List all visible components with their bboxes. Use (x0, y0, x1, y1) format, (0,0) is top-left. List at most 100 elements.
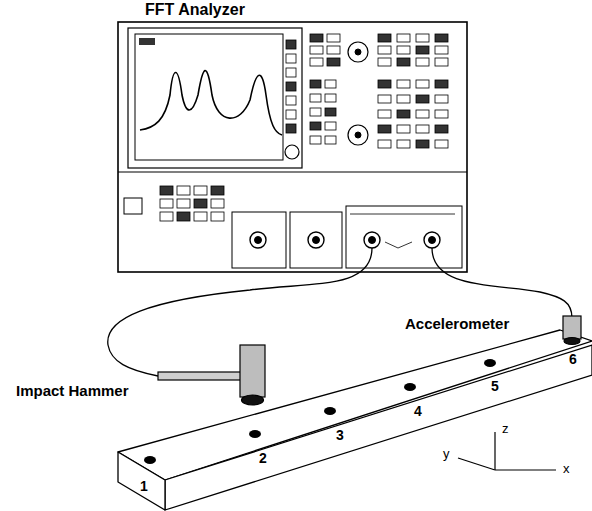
drawing-stroke (211, 212, 224, 221)
drawing-stroke (325, 80, 336, 88)
drawing-stroke (435, 140, 448, 148)
drawing-stroke (128, 28, 302, 168)
drawing-stroke (484, 359, 496, 367)
drawing-stroke (397, 95, 410, 103)
drawing-stroke (211, 199, 224, 208)
drawing-stroke (416, 46, 429, 54)
drawing-stroke (369, 237, 376, 244)
drawing-stroke (327, 34, 340, 42)
drawing-stroke (286, 110, 296, 119)
drawing-stroke (397, 46, 410, 54)
drawing-stroke (416, 58, 429, 66)
drawing-stroke (194, 199, 207, 208)
callout-number: 3 (336, 428, 344, 443)
drawing-stroke (432, 248, 572, 318)
drawing-stroke (325, 122, 336, 130)
drawing-stroke (494, 432, 495, 470)
drawing-stroke (286, 96, 296, 105)
drawing-stroke (397, 80, 410, 88)
axis-label: x (563, 462, 570, 476)
drawing-stroke (364, 232, 380, 248)
drawing-stroke (378, 140, 391, 148)
drawing-stroke (177, 212, 190, 221)
drawing-stroke (325, 108, 336, 116)
drawing-stroke (286, 40, 296, 133)
drawing-stroke (435, 95, 448, 103)
drawing-stroke (346, 206, 462, 268)
axis-label: z (502, 422, 509, 436)
drawing-stroke (160, 186, 173, 195)
part-label: Accelerometer (405, 316, 509, 333)
drawing-stroke (348, 125, 368, 145)
drawing-stroke (310, 122, 321, 130)
drawing-stroke (416, 125, 429, 133)
drawing-stroke (194, 212, 207, 221)
drawing-stroke (177, 186, 190, 195)
drawing-stroke (286, 82, 296, 91)
drawing-stroke (416, 80, 429, 88)
drawing-stroke (249, 430, 261, 438)
drawing-stroke (435, 125, 448, 133)
drawing-stroke (378, 34, 391, 42)
drawing-stroke (397, 125, 410, 133)
callout-number: 6 (569, 352, 577, 367)
drawing-stroke (435, 80, 448, 88)
drawing-stroke (355, 132, 361, 138)
drawing-stroke (177, 199, 190, 208)
drawing-stroke (313, 237, 320, 244)
fft-analyzer (118, 22, 467, 272)
drawing-stroke (286, 40, 296, 49)
beam (118, 330, 592, 510)
drawing-stroke (416, 140, 429, 148)
title: FFT Analyzer (145, 1, 245, 19)
drawing-stroke (378, 110, 391, 118)
drawing-stroke (255, 237, 262, 244)
drawing-stroke (118, 171, 467, 172)
impact-hammer (158, 345, 265, 405)
drawing-stroke (232, 212, 286, 268)
drawing-stroke (378, 125, 391, 133)
drawing-stroke (286, 124, 296, 133)
drawing-stroke (308, 232, 324, 248)
drawing-stroke (435, 110, 448, 118)
drawing-stroke (397, 34, 410, 42)
drawing-stroke (327, 58, 340, 66)
drawing-stroke (397, 140, 410, 148)
drawing-stroke (285, 145, 299, 159)
drawing-stroke (118, 452, 165, 510)
drawing-stroke (416, 110, 429, 118)
drawing-stroke (325, 136, 336, 144)
drawing-stroke (435, 34, 448, 42)
drawing-stroke (355, 49, 361, 55)
drawing-stroke (327, 46, 340, 54)
drawing-stroke (118, 22, 467, 272)
drawing-stroke (118, 330, 592, 480)
drawing-stroke (160, 212, 173, 221)
drawing-stroke (310, 108, 321, 116)
drawing-stroke (286, 68, 296, 77)
drawing-stroke (563, 316, 581, 339)
drawing-stroke (458, 458, 495, 470)
drawing-stroke (286, 54, 296, 63)
drawing-stroke (250, 232, 266, 248)
drawing-stroke (310, 94, 321, 102)
drawing-stroke (404, 383, 416, 391)
drawing-stroke (310, 34, 323, 42)
drawing-stroke (397, 110, 410, 118)
axes (458, 432, 556, 470)
callout-number: 1 (140, 479, 148, 494)
drawing-stroke (378, 58, 391, 66)
callout-number: 5 (491, 379, 499, 394)
drawing-stroke (435, 58, 448, 66)
drawing-stroke (144, 456, 156, 464)
drawing-stroke (324, 407, 336, 415)
drawing-stroke (564, 338, 580, 345)
drawing-stroke (378, 46, 391, 54)
drawing-stroke (310, 58, 323, 66)
part-label: Impact Hammer (16, 383, 129, 400)
drawing-stroke (435, 46, 448, 54)
drawing-stroke (310, 136, 321, 144)
drawing-stroke (348, 42, 368, 62)
drawing-stroke (135, 34, 283, 160)
drawing-stroke (211, 186, 224, 195)
